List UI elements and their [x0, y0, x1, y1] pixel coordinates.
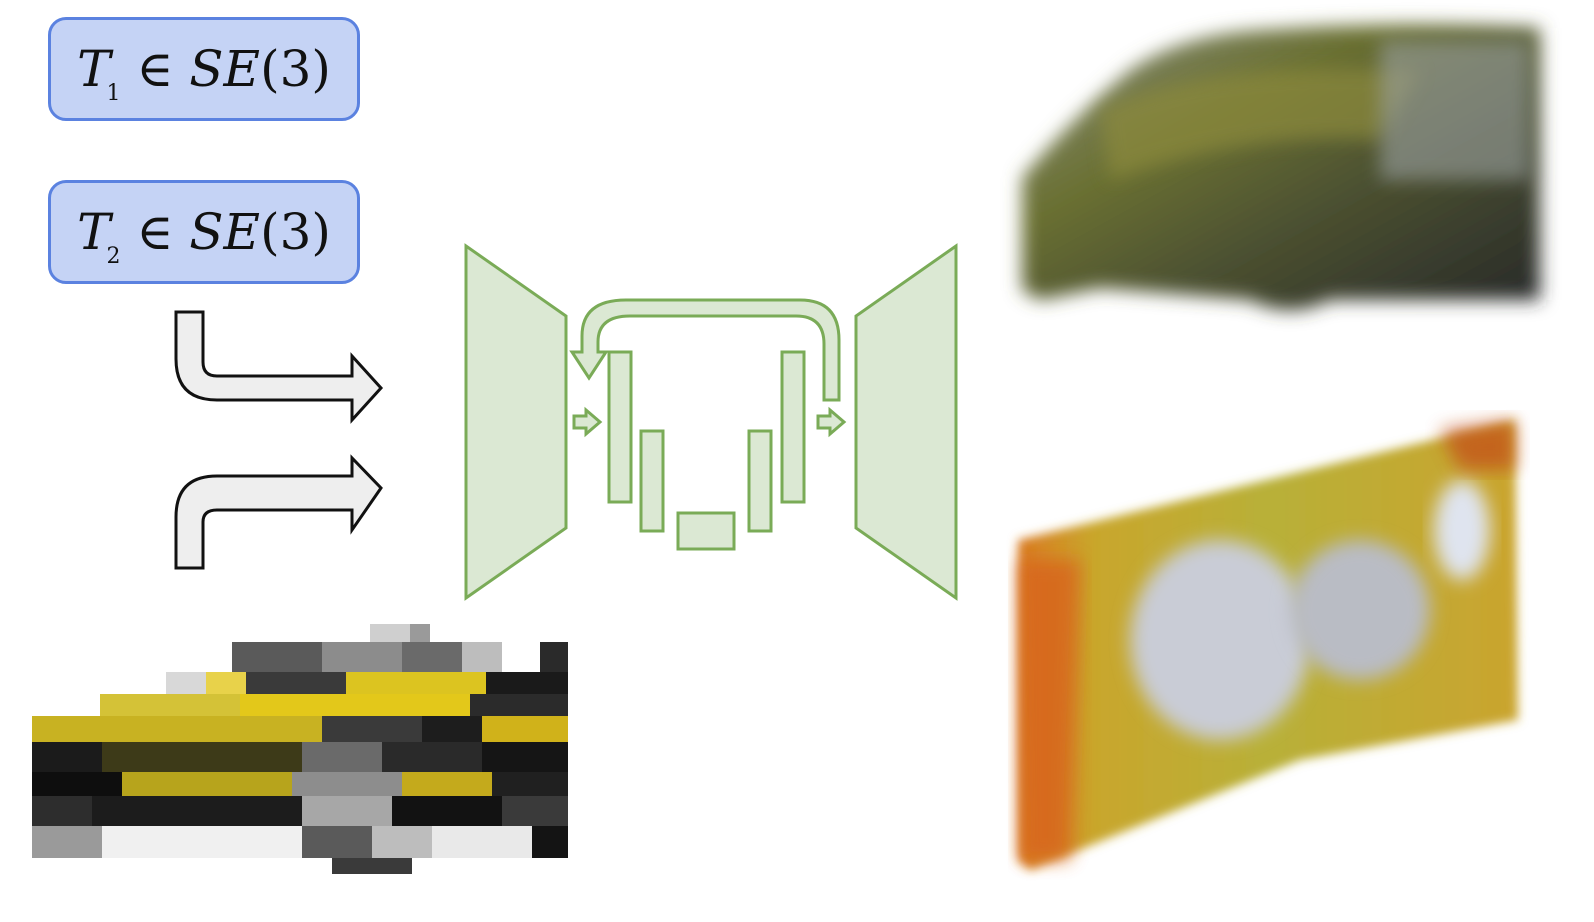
pixelated-yellow-taxi-image	[32, 624, 568, 874]
decoder-trapezoid	[854, 243, 958, 601]
input-small-arrow	[572, 406, 603, 438]
encoder-trapezoid	[464, 243, 568, 601]
unet-block-enc-1	[607, 350, 633, 504]
unet-block-dec-1	[780, 350, 806, 504]
pose-arrow-1	[174, 310, 384, 424]
pose-box-1: T1 ∈ SE(3)	[48, 17, 360, 121]
skip-connection-arrow	[569, 298, 841, 402]
output-small-arrow	[816, 406, 847, 438]
unet-block-bottleneck	[676, 511, 736, 551]
pose-arrow-2	[174, 454, 383, 570]
unet-block-dec-2	[747, 429, 773, 533]
pose-formula-2: T2 ∈ SE(3)	[77, 203, 331, 269]
pose-box-2: T2 ∈ SE(3)	[48, 180, 360, 284]
unet-diagram	[464, 243, 958, 601]
blurry-car-render-view-2	[1018, 420, 1518, 870]
unet-block-enc-2	[639, 429, 665, 533]
blurry-car-render-view-1	[1022, 24, 1540, 310]
pose-formula-1: T1 ∈ SE(3)	[77, 40, 331, 106]
